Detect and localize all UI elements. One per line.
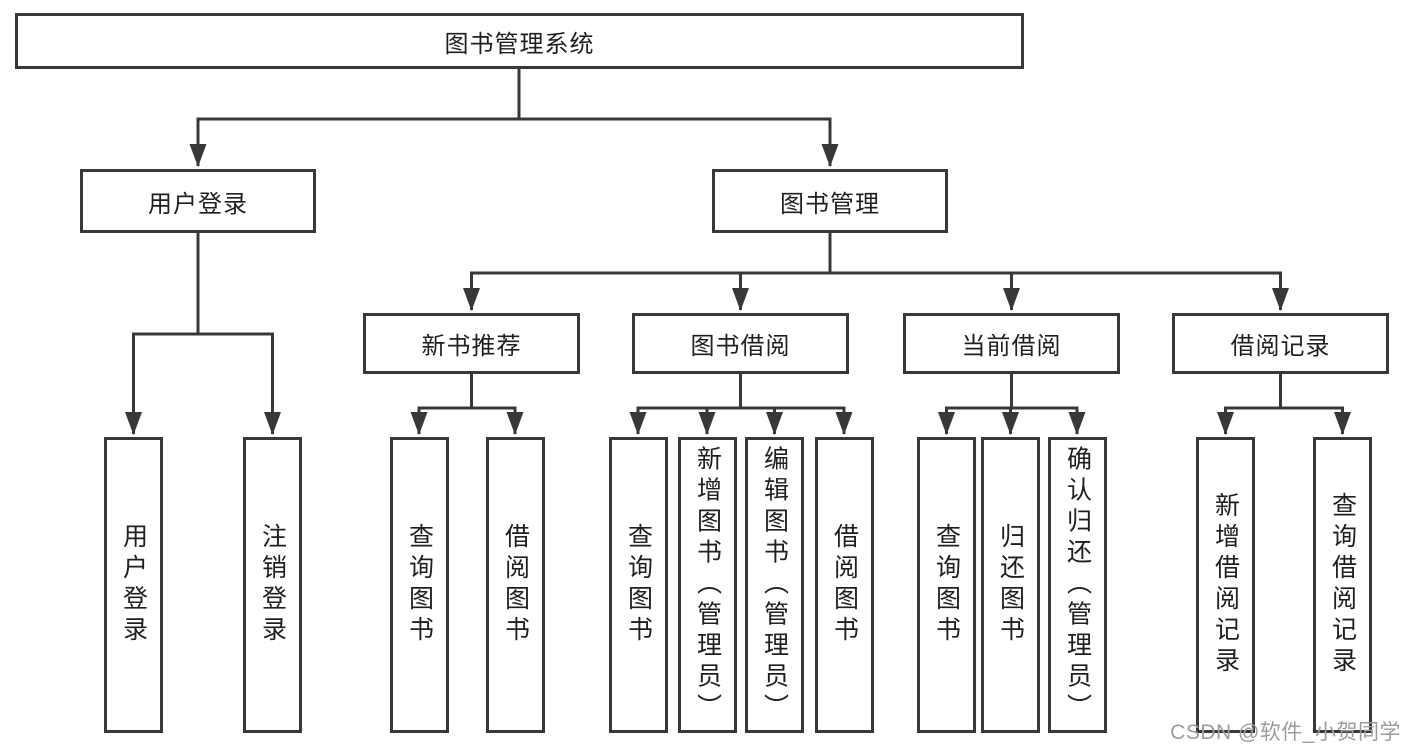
node-borrow-records: 借阅记录 [1172,313,1389,374]
connector-user-login-to-leaves [125,233,281,435]
connector-book-management-to-level3 [463,233,1289,311]
connector-borrow-records-to-leaves [1217,374,1351,435]
leaf-current-return-books: 归还图书 [981,437,1040,733]
node-label: 图书管理 [780,190,880,218]
node-label: 编辑图书（管理员） [760,445,789,725]
leaf-borrow-borrow-books: 借阅图书 [815,437,874,733]
node-current-borrow: 当前借阅 [903,313,1120,374]
node-label: 借阅图书 [501,523,530,647]
connector-current-borrow-to-leaves [938,374,1086,435]
node-label: 借阅记录 [1230,333,1331,360]
leaf-current-confirm-return-admin: 确认归还（管理员） [1048,437,1107,733]
csdn-watermark: CSDN @软件_小贺同学 [1170,721,1401,744]
node-label: 查询图书 [405,523,434,647]
node-book-borrow: 图书借阅 [632,313,849,374]
node-library-management-system: 图书管理系统 [15,13,1024,69]
node-label: 注销登录 [258,523,287,647]
leaf-logout-login: 注销登录 [243,437,302,733]
connector-book-borrow-to-leaves [629,374,853,435]
leaf-borrow-query-books: 查询图书 [609,437,668,733]
node-label: 新增图书（管理员） [693,445,722,725]
node-label: 用户登录 [148,190,248,218]
node-book-management: 图书管理 [712,169,948,233]
node-label: 借阅图书 [830,523,859,647]
node-label: 确认归还（管理员） [1063,445,1092,725]
node-label: 查询图书 [932,523,961,647]
node-label: 用户登录 [119,523,148,647]
node-user-login: 用户登录 [80,169,316,233]
node-label: 图书借阅 [690,333,791,360]
node-label: 新书推荐 [421,333,522,360]
connector-new-book-recommend-to-leaves [410,374,524,435]
leaf-recommend-query-books: 查询图书 [390,437,449,733]
node-label: 归还图书 [996,523,1025,647]
leaf-records-query-record: 查询借阅记录 [1313,437,1372,733]
leaf-borrow-edit-books-admin: 编辑图书（管理员） [745,437,804,733]
leaf-borrow-add-books-admin: 新增图书（管理员） [678,437,737,733]
leaf-current-query-books: 查询图书 [917,437,976,733]
node-label: 查询图书 [624,523,653,647]
connector-root-to-level2 [189,69,839,167]
node-new-book-recommend: 新书推荐 [363,313,580,374]
node-label: 新增借阅记录 [1211,492,1240,678]
leaf-records-add-record: 新增借阅记录 [1196,437,1255,733]
node-label: 当前借阅 [961,333,1062,360]
leaf-recommend-borrow-books: 借阅图书 [486,437,545,733]
leaf-user-login: 用户登录 [104,437,163,733]
node-label: 图书管理系统 [444,30,595,58]
node-label: 查询借阅记录 [1328,492,1357,678]
